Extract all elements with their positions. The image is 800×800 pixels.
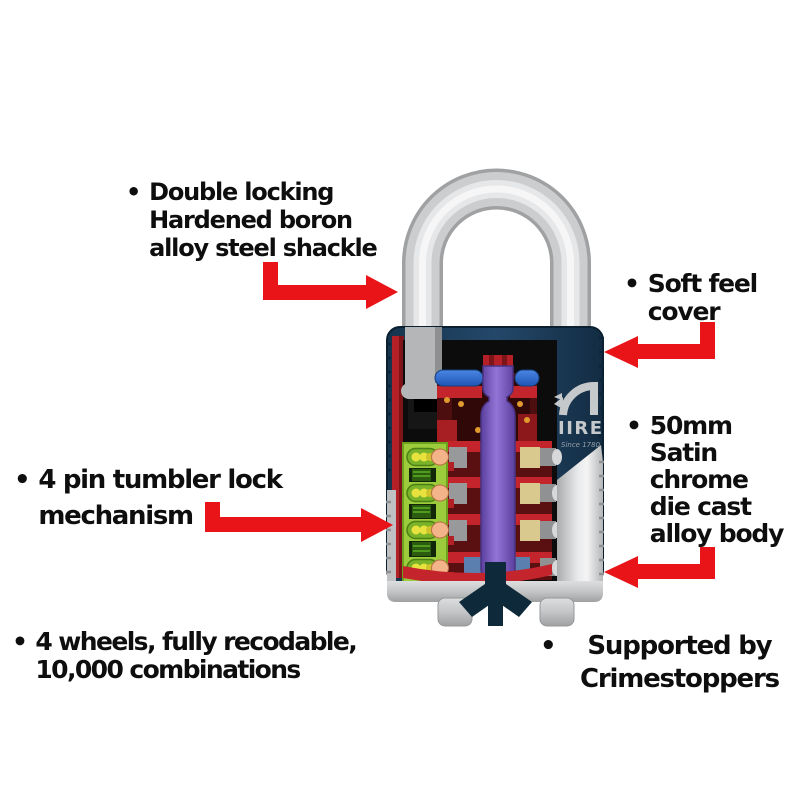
logo-tagline: Since 1780 (561, 441, 601, 449)
arrow-segment (638, 344, 715, 359)
label-soft-feel-cover: • Soft feel cover (624, 269, 758, 326)
label-line: 4 wheels, fully recodable, (35, 627, 357, 656)
bullet-icon: • (626, 411, 642, 440)
arrowhead-left-icon (604, 556, 638, 588)
bullet-icon: • (126, 178, 141, 206)
shackle (402, 168, 591, 336)
label-line: 10,000 combinations (35, 655, 301, 684)
arrowhead-right-icon (366, 275, 398, 309)
keyway-star (459, 562, 532, 626)
label-line: Supported by (587, 631, 772, 661)
shackle-leg-internal (401, 327, 446, 429)
label-line: Crimestoppers (579, 664, 780, 694)
label-line: mechanism (38, 501, 194, 531)
bullet-icon: • (14, 465, 31, 495)
bullet-icon: • (12, 627, 28, 656)
housing-bottom-curve (403, 564, 552, 585)
label-line: 50mm (649, 411, 733, 440)
arrow-segment (263, 285, 369, 300)
padlock-illustration: IIRE Since 1780 (386, 168, 604, 627)
label-wheels-combinations: • 4 wheels, fully recodable, 10,000 comb… (12, 627, 358, 684)
label-line: die cast (649, 492, 752, 521)
label-line: Soft feel (647, 269, 758, 298)
brand-logo: IIRE Since 1780 (554, 381, 604, 449)
bullet-icon: • (540, 631, 557, 661)
arrow-segment (205, 517, 363, 532)
label-pin-mechanism: • 4 pin tumbler lock mechanism (14, 462, 283, 534)
label-shackle: • Double locking Hardened boron alloy st… (126, 178, 378, 262)
logo-swoosh-icon (559, 381, 598, 416)
label-line: chrome (649, 465, 749, 494)
label-line: Double locking (149, 178, 334, 206)
arrow-segment (638, 564, 715, 579)
label-crimestoppers: • Supported by Crimestoppers (540, 630, 794, 696)
label-50mm-body: • 50mm Satin chrome die cast alloy body (626, 411, 785, 548)
label-line: alloy steel shackle (149, 234, 378, 262)
bullet-icon: • (624, 269, 640, 298)
label-line: Hardened boron (149, 206, 353, 234)
logo-text: IIRE (558, 418, 604, 439)
logo-bird-icon (554, 397, 563, 409)
arrowhead-left-icon (604, 336, 638, 368)
label-line: cover (647, 297, 721, 326)
label-line: 4 pin tumbler lock (38, 465, 283, 495)
arrowhead-right-icon (361, 508, 393, 542)
label-line: alloy body (649, 519, 785, 548)
pin-tumbler-panel (402, 442, 449, 588)
label-line: Satin (649, 438, 718, 467)
